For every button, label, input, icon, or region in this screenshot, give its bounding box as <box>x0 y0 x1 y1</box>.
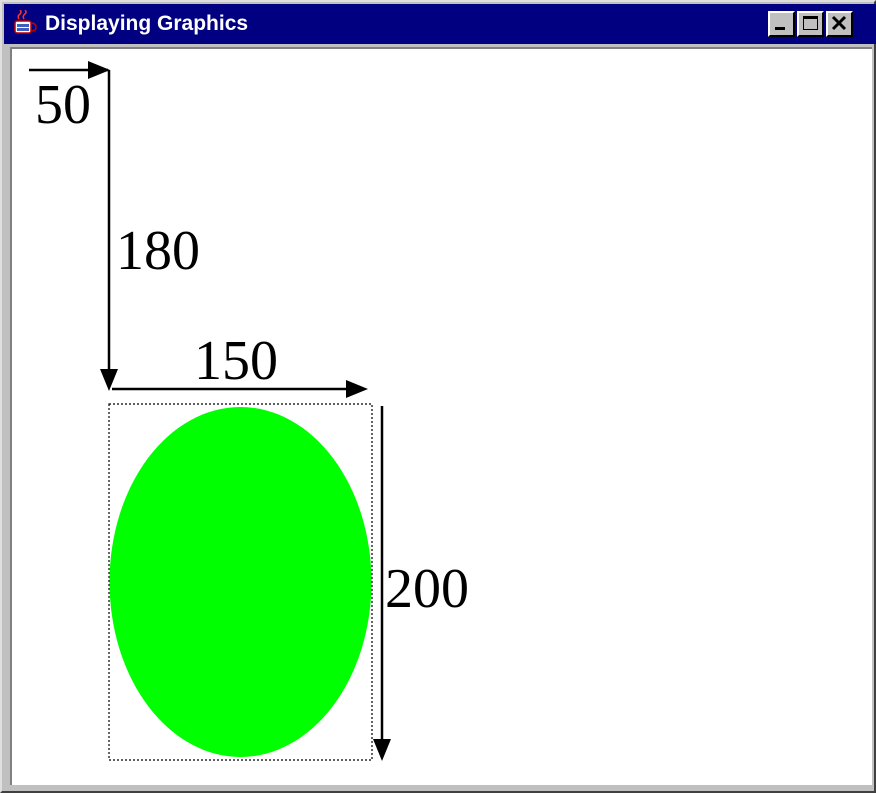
graphics-drawing: 50 180 150 200 <box>29 61 469 761</box>
window-title: Displaying Graphics <box>45 12 249 35</box>
width-arrowhead <box>346 380 368 398</box>
maximize-icon <box>803 16 818 30</box>
close-icon <box>831 15 847 31</box>
width-label: 150 <box>194 330 278 392</box>
title-bar[interactable]: Displaying Graphics <box>4 4 876 44</box>
height-arrowhead <box>373 739 391 761</box>
x-offset-arrowhead <box>88 61 110 79</box>
y-offset-arrowhead <box>100 369 118 391</box>
close-button[interactable] <box>826 11 853 37</box>
java-cup-icon[interactable] <box>12 9 38 36</box>
green-oval <box>109 407 372 757</box>
minimize-button[interactable] <box>768 11 795 37</box>
minimize-icon <box>775 27 785 30</box>
oval-bounding-box <box>108 403 373 761</box>
height-label: 200 <box>385 558 469 620</box>
drawing-canvas: 50 180 150 200 <box>10 47 872 785</box>
maximize-button[interactable] <box>797 11 824 37</box>
y-offset-label: 180 <box>116 220 200 282</box>
x-offset-label: 50 <box>35 74 91 136</box>
